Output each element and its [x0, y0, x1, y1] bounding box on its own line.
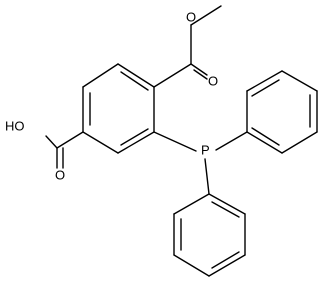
p-to-upper-phenyl-bond [215, 131, 248, 151]
hydroxyl-label: HO [5, 118, 25, 133]
methyl-ester-group [153, 5, 222, 88]
lower-phenyl-ring [173, 193, 246, 277]
upper-phenyl-ring [246, 70, 318, 154]
ester-oxygen-label: O [186, 9, 196, 24]
ester-carbonyl-oxygen-label: O [208, 73, 218, 88]
central-benzene-ring [82, 63, 155, 154]
phosphorus-label: P [201, 142, 210, 157]
p-to-lower-phenyl-bond [204, 158, 210, 195]
acid-carbonyl-oxygen-label: O [55, 167, 65, 182]
carboxylic-acid-group [45, 131, 84, 169]
p-to-central-ring-bond [153, 131, 197, 152]
